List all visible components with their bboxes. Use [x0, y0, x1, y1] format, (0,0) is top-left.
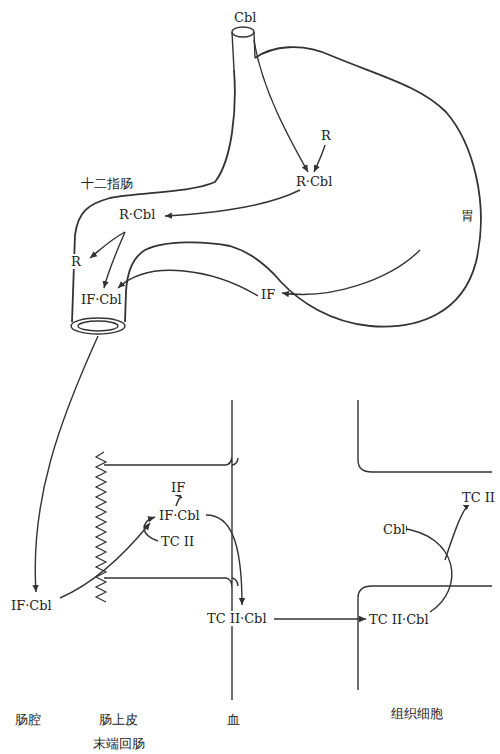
flow-arrow: [118, 270, 258, 296]
esophagus-wall: [232, 32, 234, 70]
stomach-duodenum-wall: [72, 70, 235, 322]
flow-arrow: [144, 517, 158, 541]
substance-label: IF·Cbl: [10, 598, 53, 613]
region-label: 血: [226, 712, 241, 727]
substance-label: R: [320, 128, 332, 143]
stomach-duodenum-wall: [125, 47, 481, 326]
flow-arrow: [104, 232, 125, 288]
region-label: 末端回肠: [92, 736, 146, 751]
substance-label: IF: [260, 287, 276, 302]
ileum-opening: [71, 318, 125, 334]
substance-label: R·Cbl: [295, 174, 333, 189]
substance-label: R: [70, 254, 82, 269]
flow-arrow: [314, 145, 325, 172]
esophagus-opening: [232, 27, 254, 37]
epithelial-cell: [104, 400, 232, 700]
region-label: 组织细胞: [390, 706, 444, 721]
flow-arrow: [254, 40, 308, 172]
substance-label: TC II·Cbl: [368, 612, 430, 627]
substance-label: IF: [170, 480, 186, 495]
ileum-opening: [78, 321, 118, 331]
substance-label: TC II·Cbl: [206, 611, 268, 626]
flow-arrow: [165, 190, 300, 216]
tissue-cell: [358, 400, 492, 690]
substance-label: Cbl: [382, 522, 406, 537]
flow-arrow: [35, 336, 98, 592]
flow-arrow: [176, 497, 182, 506]
substance-label: TC II: [160, 534, 195, 549]
substance-label: Cbl: [233, 10, 257, 25]
flow-arrow: [282, 250, 420, 294]
flow-arrow: [274, 618, 366, 619]
organ-label: 十二指肠: [80, 176, 134, 191]
region-label: 肠腔: [14, 712, 42, 727]
substance-label: TC II: [461, 490, 496, 505]
flow-arrow: [400, 528, 452, 612]
flow-arrow: [206, 515, 242, 605]
flow-arrow: [445, 503, 470, 560]
villi: [96, 452, 106, 602]
substance-label: IF·Cbl: [158, 508, 201, 523]
epithelial-cell: [232, 458, 238, 586]
region-label: 肠上皮: [98, 712, 139, 727]
substance-label: IF·Cbl: [80, 292, 123, 307]
flow-arrow: [60, 523, 150, 598]
substance-label: R·Cbl: [118, 207, 156, 222]
organ-label: 胃: [460, 208, 475, 223]
